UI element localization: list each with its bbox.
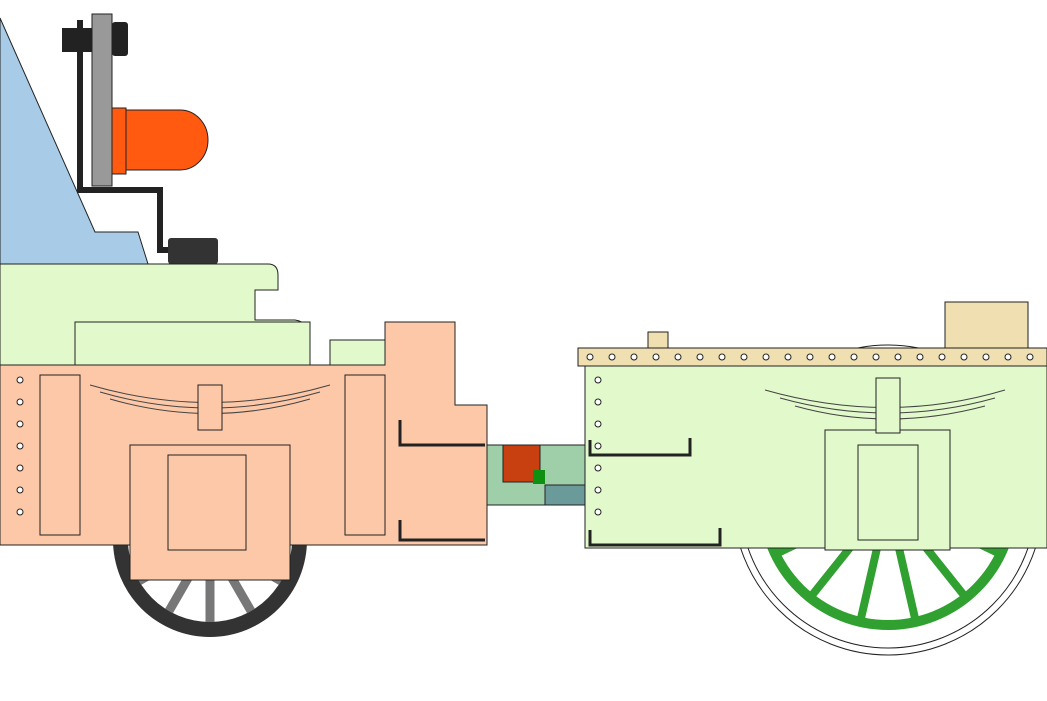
- rivet-icon: [16, 442, 24, 450]
- axlebox-inner: [167, 454, 247, 551]
- rivet-icon: [16, 464, 24, 472]
- rivet-icon: [982, 353, 990, 361]
- rivet-icon: [16, 398, 24, 406]
- lamp-bracket: [77, 20, 175, 253]
- spring-buckle: [197, 384, 223, 431]
- rivet-icon: [594, 398, 602, 406]
- rivet-icon: [916, 353, 924, 361]
- rivet-icon: [696, 353, 704, 361]
- bolt-icon: [62, 28, 92, 52]
- hornguide-right: [344, 374, 386, 536]
- rivet-icon: [1004, 353, 1012, 361]
- step-lower: [398, 520, 485, 542]
- lamp-icon: [114, 109, 209, 171]
- rivet-icon: [594, 420, 602, 428]
- rear-axlebox-inner: [857, 444, 919, 541]
- mount-block: [168, 238, 218, 264]
- rivet-icon: [594, 376, 602, 384]
- hornguide-left: [39, 374, 81, 536]
- body-box: [329, 339, 386, 366]
- rivet-icon: [594, 486, 602, 494]
- rivet-icon: [718, 353, 726, 361]
- lamp-bracket-plate: [91, 13, 113, 187]
- rivet-icon: [16, 486, 24, 494]
- rivet-icon: [586, 353, 594, 361]
- cab-window: [0, 17, 149, 265]
- rear-spring-buckle: [875, 377, 901, 434]
- rear-small-block: [647, 331, 669, 349]
- step-upper: [398, 420, 485, 447]
- rivet-icon: [1026, 353, 1034, 361]
- rivet-icon: [762, 353, 770, 361]
- rivet-icon: [594, 464, 602, 472]
- rivet-icon: [806, 353, 814, 361]
- rivet-icon: [674, 353, 682, 361]
- bolt-icon: [112, 22, 128, 56]
- rivet-icon: [608, 353, 616, 361]
- rear-step-upper: [588, 438, 692, 457]
- lamp-base: [111, 107, 127, 175]
- rivets: [16, 353, 1034, 516]
- rivet-icon: [850, 353, 858, 361]
- rivet-icon: [16, 376, 24, 384]
- rivet-icon: [740, 353, 748, 361]
- rivet-icon: [16, 420, 24, 428]
- rivet-icon: [938, 353, 946, 361]
- coupler-lower: [544, 484, 591, 506]
- rivet-icon: [594, 442, 602, 450]
- rivet-icon: [784, 353, 792, 361]
- rivet-icon: [894, 353, 902, 361]
- rivet-icon: [828, 353, 836, 361]
- rivet-icon: [594, 508, 602, 516]
- rear-top-block: [944, 301, 1029, 349]
- rivet-icon: [960, 353, 968, 361]
- rivet-icon: [872, 353, 880, 361]
- rivet-icon: [652, 353, 660, 361]
- coupler-pin: [533, 470, 545, 484]
- rivet-icon: [16, 508, 24, 516]
- body-lower-panel: [74, 321, 311, 366]
- rivet-icon: [630, 353, 638, 361]
- rear-step-lower: [588, 528, 722, 547]
